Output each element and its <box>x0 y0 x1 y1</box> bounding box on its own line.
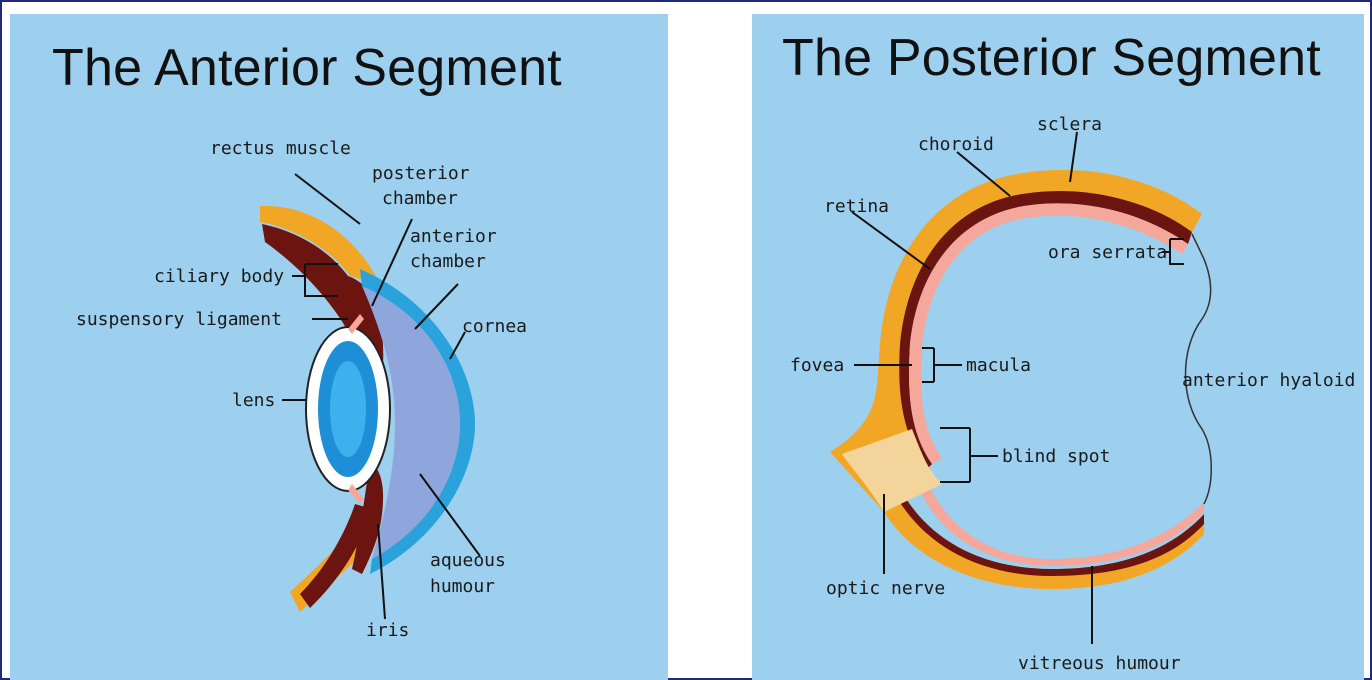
label-choroid: choroid <box>918 134 994 155</box>
label-posterior-chamber: chamber <box>382 188 458 209</box>
label-optic-nerve: optic nerve <box>826 578 945 599</box>
anterior-segment-panel: The Anterior Segment <box>10 14 668 680</box>
lens-highlight <box>330 361 366 457</box>
label-anterior-hyaloid: anterior hyaloid <box>1182 370 1355 391</box>
label-anterior: anterior <box>410 226 497 247</box>
anterior-hyaloid-line <box>1186 234 1212 504</box>
leader-anterior-chamber <box>415 284 458 329</box>
anterior-segment-diagram: rectus muscle posterior chamber anterior… <box>10 14 668 680</box>
label-sclera: sclera <box>1037 114 1102 135</box>
label-suspensory-ligament: suspensory ligament <box>76 309 282 330</box>
label-retina: retina <box>824 196 889 217</box>
label-ciliary-body: ciliary body <box>154 266 284 287</box>
label-vitreous-humour: vitreous humour <box>1018 653 1181 674</box>
leader-blind-spot <box>940 428 998 482</box>
label-aqueous: aqueous <box>430 550 506 571</box>
label-anterior-chamber: chamber <box>410 251 486 272</box>
label-humour: humour <box>430 576 495 597</box>
label-rectus-muscle: rectus muscle <box>210 138 351 159</box>
posterior-segment-diagram: sclera choroid retina ora serrata fovea … <box>752 14 1364 680</box>
label-posterior: posterior <box>372 163 470 184</box>
label-iris: iris <box>366 620 409 641</box>
leader-macula <box>922 348 962 382</box>
label-fovea: fovea <box>790 355 844 376</box>
label-blind-spot: blind spot <box>1002 446 1110 467</box>
label-cornea: cornea <box>462 316 527 337</box>
label-ora-serrata: ora serrata <box>1048 242 1167 263</box>
label-lens: lens <box>232 390 275 411</box>
posterior-segment-panel: The Posterior Segment sclera choroid ret… <box>752 14 1364 680</box>
label-macula: macula <box>966 355 1031 376</box>
